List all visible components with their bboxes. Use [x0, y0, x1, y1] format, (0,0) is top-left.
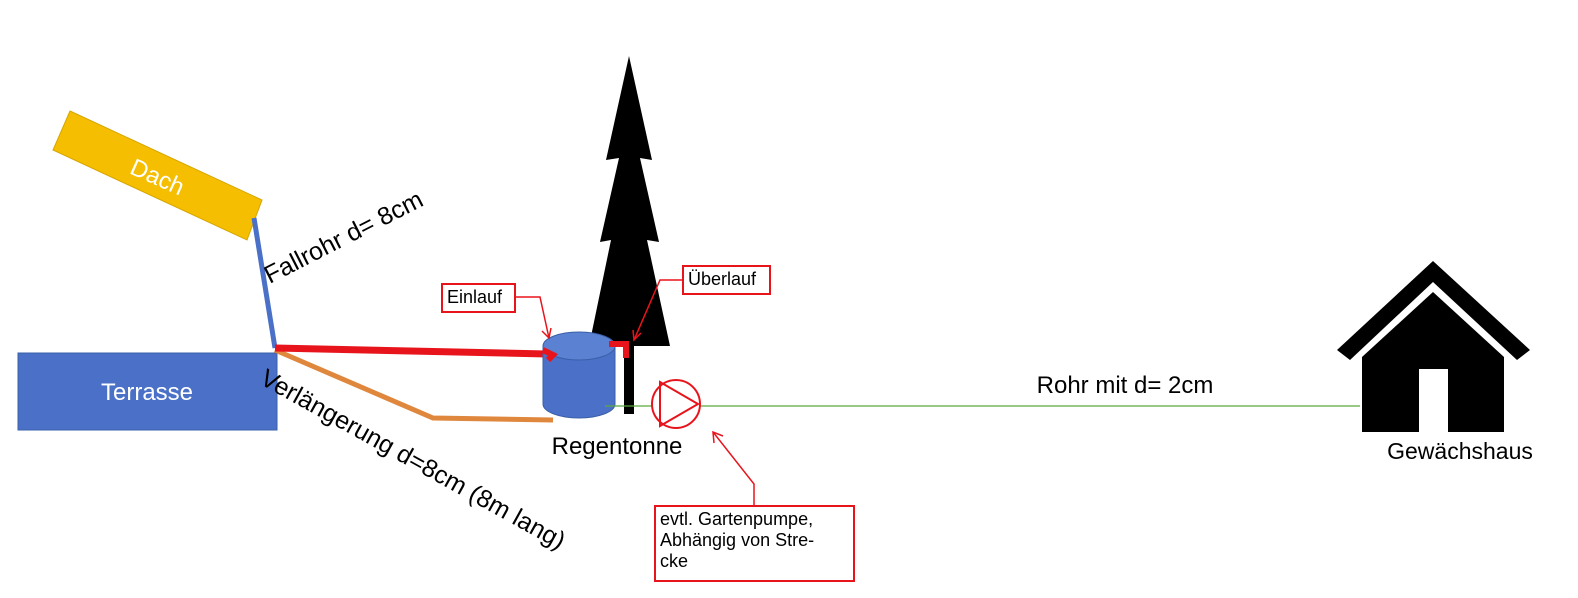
- pump-symbol: [651, 379, 701, 429]
- downpipe: [251, 217, 278, 349]
- terrace-label: Terrasse: [101, 379, 193, 406]
- terrace: Terrasse: [17, 352, 278, 431]
- pipe-label: Rohr mit d= 2cm: [1037, 372, 1214, 399]
- greenhouse-body: [1362, 292, 1504, 432]
- inlet-fitting: [541, 347, 559, 363]
- pump-callout-line2: Abhängig von Stre-: [660, 530, 815, 550]
- tree-crown: [589, 56, 670, 346]
- inlet-leader: [516, 296, 550, 339]
- overflow-callout: Überlauf: [682, 265, 771, 295]
- tree-trunk: [624, 320, 634, 414]
- tree: [589, 56, 670, 414]
- downpipe-label: Fallrohr d= 8cm: [260, 185, 428, 289]
- roof-shape: [52, 110, 263, 241]
- pump-callout: evtl. Gartenpumpe, Abhängig von Stre- ck…: [654, 505, 855, 582]
- inlet-callout: Einlauf: [441, 283, 516, 313]
- inflow-pipe: [274, 344, 548, 358]
- pump-circle: [651, 379, 701, 429]
- inlet-callout-text: Einlauf: [447, 287, 503, 307]
- terrace-shape: [17, 352, 278, 431]
- pump-arrowhead: [712, 430, 724, 444]
- overflow-callout-text: Überlauf: [688, 269, 757, 289]
- extension-pipe: [274, 347, 554, 423]
- greenhouse: Gewächshaus: [1337, 261, 1533, 464]
- barrel-body: [542, 345, 616, 419]
- overflow-arrowhead: [632, 329, 642, 342]
- greenhouse-roof: [1337, 261, 1530, 360]
- greenhouse-label: Gewächshaus: [1387, 438, 1533, 464]
- overflow-leader: [633, 279, 684, 341]
- roof: Dach: [52, 110, 263, 241]
- pump-leader: [712, 431, 755, 506]
- overflow-fitting: [609, 341, 629, 358]
- pump-callout-line3: cke: [660, 551, 689, 571]
- inlet-arrowhead: [541, 327, 552, 340]
- rain-barrel: Regentonne: [542, 331, 683, 460]
- pump-triangle: [659, 380, 700, 428]
- extension-label: Verlängerung d=8cm (8m lang): [256, 364, 570, 555]
- barrel-label: Regentonne: [552, 433, 683, 460]
- pump-callout-line1: evtl. Gartenpumpe,: [660, 509, 814, 529]
